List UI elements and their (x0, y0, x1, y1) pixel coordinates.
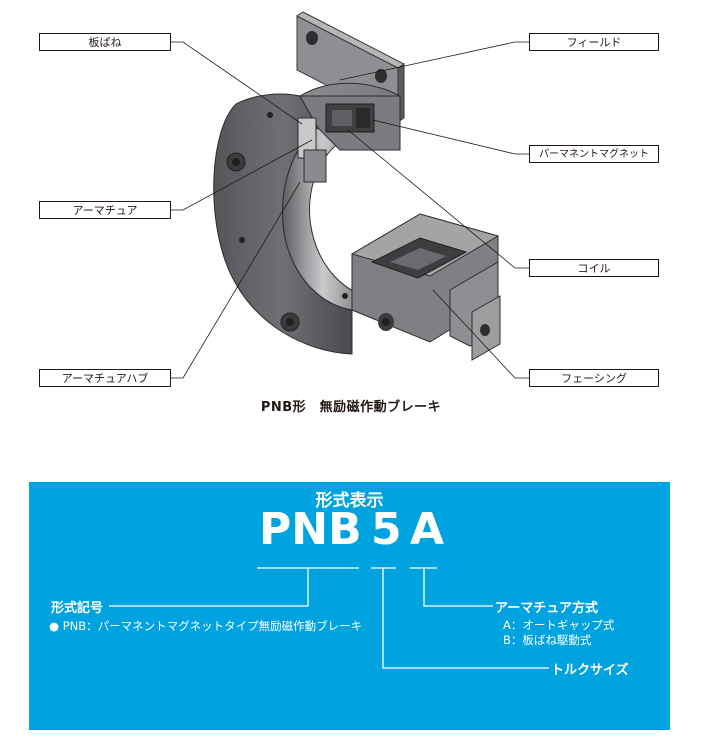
label-leaf-spring: 板ばね (39, 33, 171, 51)
type-option-b: B：板ばね駆動式 (503, 633, 592, 647)
code-size: 5 (371, 504, 402, 555)
size-label: トルクサイズ (551, 663, 629, 678)
label-armature-hub: アーマチュアハブ (39, 369, 171, 387)
series-description: ● PNB：パーマネントマグネットタイプ無励磁作動ブレーキ (49, 619, 363, 633)
model-designation-panel: 形式表示 PNB 5 A 形式記号 ● PNB：パーマネントマグネットタイプ無励… (29, 482, 670, 730)
lower-section (350, 213, 501, 361)
type-label: アーマチュア方式 (495, 601, 598, 616)
designation-title: 形式表示 (315, 491, 384, 511)
label-permanent-magnet: パーマネントマグネット (529, 145, 659, 163)
code-series: PNB (259, 504, 362, 555)
diagram-caption: PNB形 無励磁作動ブレーキ (260, 400, 442, 415)
designation-lines (109, 567, 549, 669)
type-option-a: A：オートギャップ式 (503, 618, 615, 632)
label-facing: フェーシング (529, 369, 659, 387)
label-armature: アーマチュア (39, 201, 171, 219)
label-coil: コイル (529, 259, 659, 277)
series-label: 形式記号 (51, 601, 104, 616)
leader-lines (171, 41, 529, 379)
upper-section (297, 95, 401, 183)
brake-diagram: 板ばね フィールド パーマネントマグネット アーマチュア コイル アーマチュアハ… (39, 11, 659, 415)
brake-cutaway-illustration (171, 11, 529, 379)
code-type: A (410, 504, 445, 555)
label-field: フィールド (529, 33, 659, 51)
